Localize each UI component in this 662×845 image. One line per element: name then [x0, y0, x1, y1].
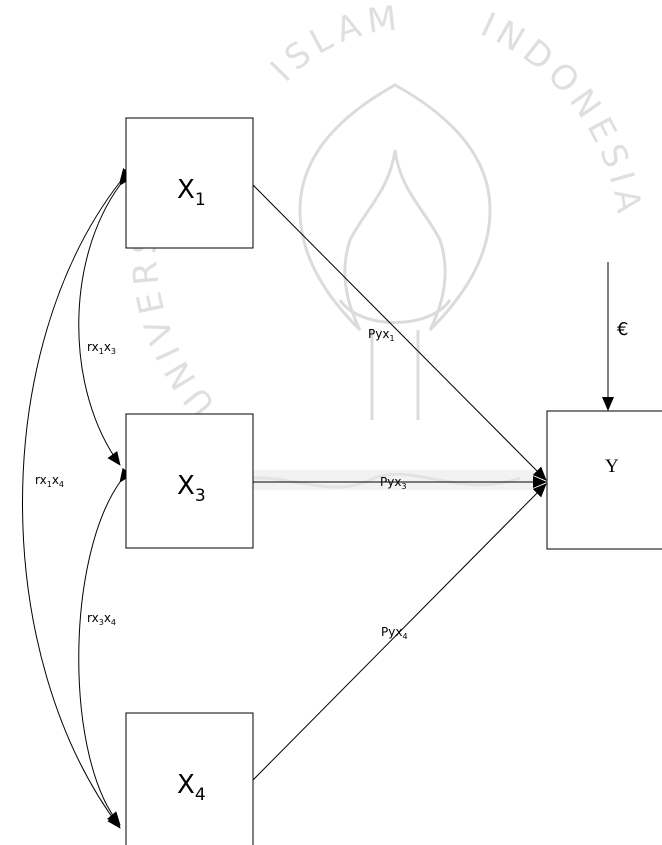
watermark-text-top: ISLAM — [263, 0, 405, 90]
correlation-curve-x1-x3 — [79, 185, 120, 465]
watermark-emblem — [300, 85, 490, 330]
correlation-label-x1-x4: rx1x4 — [35, 473, 64, 489]
node-y-label: Y — [605, 456, 619, 477]
correlation-label-x3-x4: rx3x4 — [87, 611, 116, 627]
watermark-text-right: INDONESIA — [475, 5, 650, 221]
error-term-label: € — [617, 319, 628, 340]
node-y-box — [547, 411, 662, 549]
path-arrow-x1-y — [253, 185, 546, 480]
watermark-pillar — [340, 300, 450, 420]
correlation-curve-x1-x4 — [23, 182, 121, 828]
path-label-x1-y: Pyx1 — [368, 327, 395, 343]
correlation-label-x1-x3: rx1x3 — [87, 340, 116, 356]
